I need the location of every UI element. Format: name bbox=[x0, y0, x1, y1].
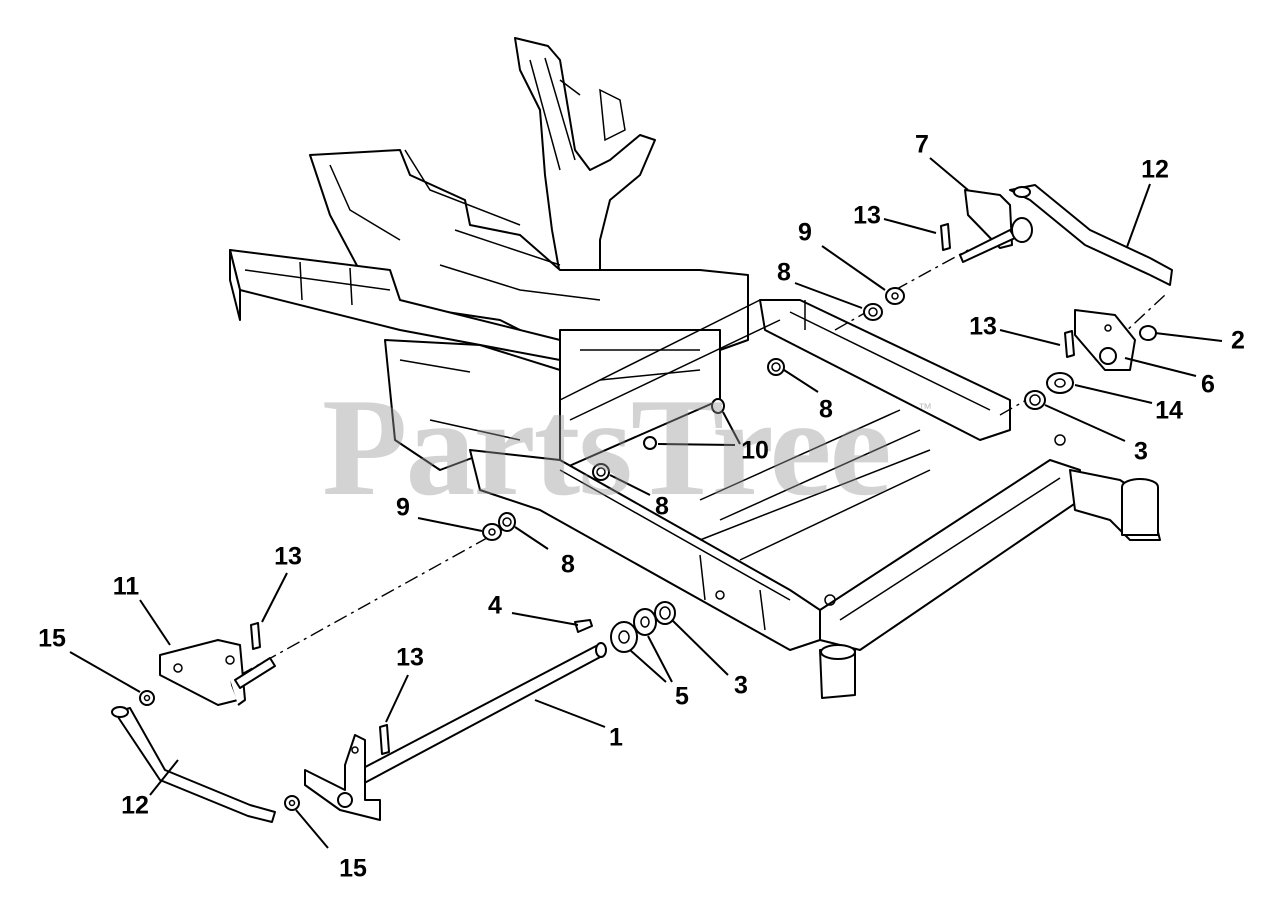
callout-13-d[interactable]: 13 bbox=[396, 643, 424, 672]
hardware bbox=[139, 223, 1157, 811]
part-13-roll-pin-d bbox=[379, 724, 390, 755]
callout-3-upper[interactable]: 3 bbox=[1134, 437, 1148, 466]
part-3-bushing-lower bbox=[654, 601, 676, 625]
part-8-bushing-c bbox=[592, 463, 610, 481]
callout-2[interactable]: 2 bbox=[1231, 326, 1245, 355]
part-15-washer-bottom bbox=[284, 795, 300, 811]
callout-1[interactable]: 1 bbox=[609, 723, 623, 752]
callout-8-b[interactable]: 8 bbox=[819, 395, 833, 424]
part-9-washer-upper bbox=[885, 287, 905, 305]
part-7-lift-arm-upper bbox=[959, 189, 1033, 263]
part-15-washer-left bbox=[139, 690, 155, 706]
callout-6[interactable]: 6 bbox=[1201, 370, 1215, 399]
callout-8-a[interactable]: 8 bbox=[777, 258, 791, 287]
callout-12-lower[interactable]: 12 bbox=[121, 791, 149, 820]
part-3-bushing-upper bbox=[1024, 390, 1046, 410]
callout-8-d[interactable]: 8 bbox=[561, 550, 575, 579]
callout-15-bottom[interactable]: 15 bbox=[339, 854, 367, 883]
part-14-washer bbox=[1046, 372, 1074, 394]
callout-15-left[interactable]: 15 bbox=[38, 624, 66, 653]
callout-11[interactable]: 11 bbox=[112, 572, 140, 601]
callout-7[interactable]: 7 bbox=[915, 130, 929, 159]
part-8-bushing-a bbox=[863, 303, 883, 321]
part-10-bushing-a bbox=[711, 398, 725, 414]
part-9-washer-lower bbox=[482, 523, 502, 541]
part-5-washer-b bbox=[633, 608, 657, 636]
callout-4[interactable]: 4 bbox=[488, 591, 502, 620]
callout-13-b[interactable]: 13 bbox=[969, 312, 997, 341]
watermark-trademark: ™ bbox=[918, 400, 932, 416]
callout-12-upper[interactable]: 12 bbox=[1141, 155, 1169, 184]
part-6-lift-bracket bbox=[1074, 309, 1136, 371]
part-11-lift-arm-left bbox=[159, 639, 276, 706]
callout-9-upper[interactable]: 9 bbox=[798, 218, 812, 247]
frame-assembly bbox=[229, 37, 1161, 699]
part-13-roll-pin-a bbox=[940, 223, 951, 251]
part-5-washer-a bbox=[610, 621, 638, 653]
part-2-retaining-ring bbox=[1139, 325, 1157, 341]
callout-9-lower[interactable]: 9 bbox=[396, 493, 410, 522]
callout-10[interactable]: 10 bbox=[741, 436, 769, 465]
callout-13-c[interactable]: 13 bbox=[274, 542, 302, 571]
part-12-link-rod-lower bbox=[111, 706, 276, 823]
part-12-link-rod-upper bbox=[1009, 184, 1173, 286]
callout-13-a[interactable]: 13 bbox=[853, 201, 881, 230]
part-13-roll-pin-b bbox=[1064, 330, 1075, 358]
part-8-bushing-d bbox=[498, 512, 516, 532]
callout-3-lower[interactable]: 3 bbox=[734, 671, 748, 700]
callout-14[interactable]: 14 bbox=[1155, 396, 1183, 425]
part-4-key bbox=[574, 619, 593, 633]
part-13-roll-pin-c bbox=[250, 622, 261, 650]
part-1-lift-shaft bbox=[304, 642, 607, 821]
part-10-bushing-b bbox=[643, 436, 657, 450]
callout-8-c[interactable]: 8 bbox=[655, 492, 669, 521]
callout-5[interactable]: 5 bbox=[675, 682, 689, 711]
leader-lines bbox=[69, 157, 1223, 849]
part-8-bushing-b bbox=[767, 358, 785, 376]
